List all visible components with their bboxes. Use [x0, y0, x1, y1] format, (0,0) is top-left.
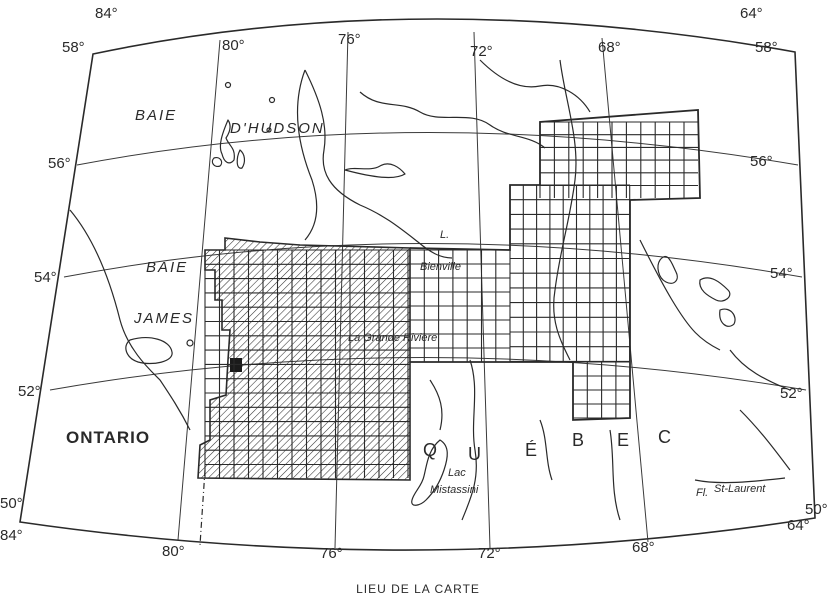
bottom-lon-76: 76°	[320, 545, 343, 562]
left-lat-52: 52°	[18, 383, 41, 400]
bottom-lon-68: 68°	[632, 539, 655, 556]
map-caption: LIEU DE LA CARTE	[356, 582, 480, 596]
label-quebec-4: B	[572, 430, 584, 450]
right-lat-56: 56°	[750, 153, 773, 170]
label-la-grande-riviere: La Grande Rivière	[348, 332, 437, 344]
top-lon-64: 64°	[740, 5, 763, 22]
bottom-lon-80: 80°	[162, 543, 185, 560]
left-latitude-labels: 58° 56° 54° 52° 50°	[0, 39, 85, 512]
top-lon-80: 80°	[222, 37, 245, 54]
label-baie-hudson-1: BAIE	[135, 107, 177, 124]
top-longitude-labels: 84° 80° 76° 72° 68° 64°	[95, 5, 763, 60]
top-lon-76: 76°	[338, 31, 361, 48]
bottom-lon-84: 84°	[0, 527, 23, 544]
place-labels: L. Bienville La Grande Rivière Lac Mista…	[348, 229, 766, 499]
map-frame	[19, 18, 816, 551]
label-quebec-3: É	[525, 440, 537, 460]
label-ontario: ONTARIO	[66, 428, 150, 447]
label-bienville: Bienville	[420, 261, 461, 273]
left-lat-58: 58°	[62, 39, 85, 56]
region-outline	[409, 109, 701, 421]
label-st-laurent: St-Laurent	[714, 483, 766, 495]
hatched-region	[197, 237, 411, 481]
sheet-grid	[204, 121, 698, 478]
left-lat-50: 50°	[0, 495, 23, 512]
label-fl-prefix: Fl.	[696, 487, 708, 499]
label-baie-james-2: JAMES	[133, 310, 194, 327]
top-lon-72: 72°	[470, 43, 493, 60]
label-lake-prefix: L.	[440, 229, 449, 241]
label-baie-hudson-2: D'HUDSON	[230, 120, 325, 137]
label-quebec-5: E	[617, 430, 629, 450]
left-lat-56: 56°	[48, 155, 71, 172]
label-quebec-2: U	[468, 444, 481, 464]
bottom-longitude-labels: 84° 80° 76° 72° 68° 64°	[0, 517, 810, 562]
hydrography	[69, 59, 791, 546]
right-lat-52: 52°	[780, 385, 803, 402]
bottom-lon-72: 72°	[478, 545, 501, 562]
label-mistassini: Mistassini	[430, 484, 479, 496]
label-quebec-6: C	[658, 427, 671, 447]
label-lac: Lac	[448, 467, 466, 479]
region-labels: ONTARIO Q U É B E C	[66, 427, 671, 464]
label-baie-james-1: BAIE	[146, 259, 188, 276]
highlighted-sheet	[230, 358, 242, 372]
top-lon-68: 68°	[598, 39, 621, 56]
right-lat-58: 58°	[755, 39, 778, 56]
right-latitude-labels: 58° 56° 54° 52° 50°	[750, 39, 828, 518]
top-lon-84: 84°	[95, 5, 118, 22]
right-lat-50: 50°	[805, 501, 828, 518]
right-lat-54: 54°	[770, 265, 793, 282]
left-lat-54: 54°	[34, 269, 57, 286]
bottom-lon-64: 64°	[787, 517, 810, 534]
water-labels: BAIE D'HUDSON BAIE JAMES	[133, 107, 325, 327]
label-quebec-1: Q	[423, 440, 437, 460]
